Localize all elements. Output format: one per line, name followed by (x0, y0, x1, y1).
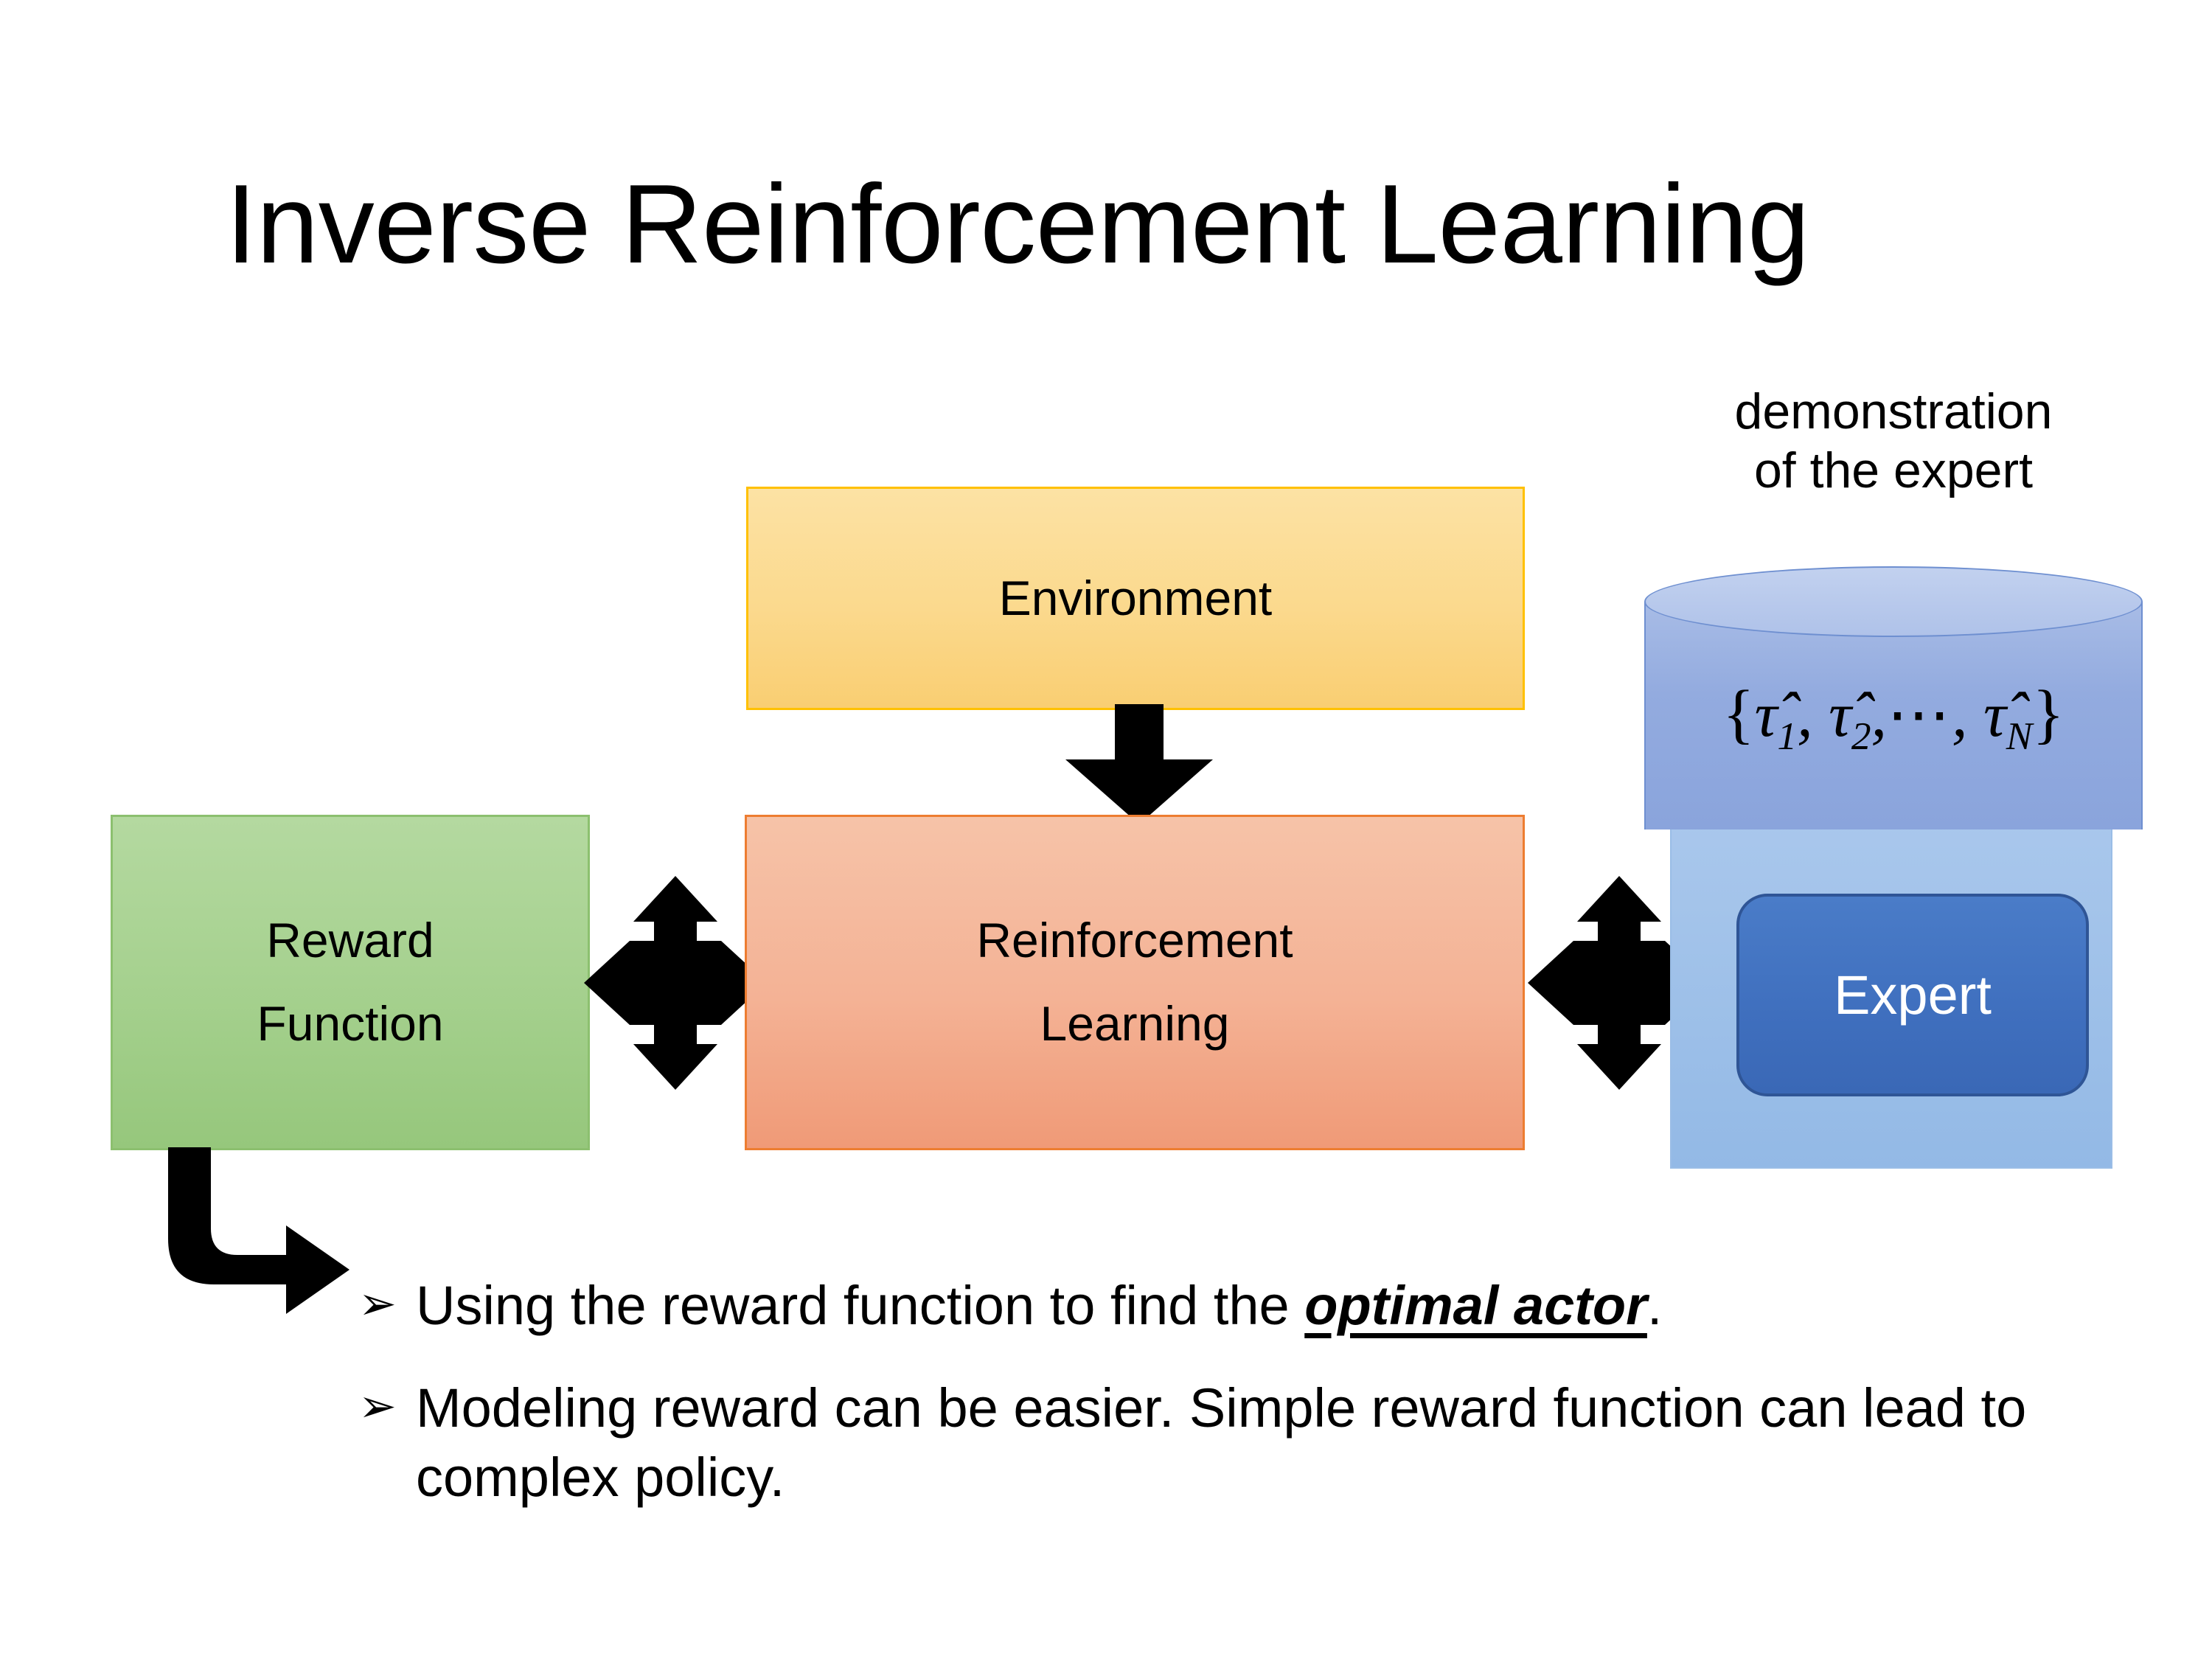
arrow-reward-rl-bidirectional-icon (584, 876, 767, 1090)
bullet-1-text-before: Using the reward function to find the (416, 1275, 1305, 1336)
rl-label-line1: Reinforcement (976, 912, 1293, 967)
formula-tau-n: τ̂ (1983, 679, 2006, 750)
demonstration-caption-line2: of the expert (1753, 442, 2034, 499)
formula-close-brace: } (2032, 677, 2065, 751)
demonstration-cylinder-icon: {τ̂1, τ̂2,⋯, τ̂N} (1644, 566, 2143, 865)
bullet-marker-icon: ➢ (358, 1279, 397, 1329)
expert-box: Expert (1736, 894, 2089, 1096)
trajectory-set-formula: {τ̂1, τ̂2,⋯, τ̂N} (1644, 675, 2143, 759)
bullet-marker-icon: ➢ (358, 1380, 397, 1432)
rl-label-line2: Learning (1040, 996, 1230, 1051)
formula-sub-1: 1 (1777, 714, 1798, 759)
formula-comma-3: , (1952, 679, 1968, 750)
reward-function-label-line1: Reward (266, 912, 434, 967)
bullet-list: ➢ Using the reward function to find the … (358, 1271, 2128, 1513)
formula-sub-n: N (2006, 714, 2033, 759)
formula-ellipsis: ⋯ (1887, 679, 1952, 750)
demonstration-caption-line1: demonstration (1734, 383, 2053, 439)
page-title: Inverse Reinforcement Learning (226, 161, 1809, 287)
demonstration-caption: demonstration of the expert (1644, 382, 2143, 500)
formula-comma-1: , (1797, 679, 1813, 750)
bullet-1-emphasis: optimal actor (1304, 1275, 1647, 1336)
arrow-reward-to-bullets-elbow-icon (168, 1147, 349, 1314)
bullet-text-2: Modeling reward can be easier. Simple re… (416, 1374, 2128, 1513)
reward-function-label-line2: Function (257, 996, 444, 1051)
bullet-2-text-before: Modeling reward can be easier. Simple re… (416, 1377, 2027, 1509)
bullet-text-1: Using the reward function to find the op… (416, 1271, 2128, 1341)
reward-function-box: Reward Function (111, 815, 590, 1150)
cylinder-body (1644, 602, 2143, 830)
reinforcement-learning-box: Reinforcement Learning (745, 815, 1525, 1150)
expert-box-label: Expert (1834, 964, 1992, 1026)
list-item: ➢ Using the reward function to find the … (358, 1271, 2128, 1341)
cylinder-top-ellipse (1644, 566, 2143, 637)
environment-box-label: Environment (998, 570, 1273, 625)
bullet-1-text-after: . (1646, 1275, 1663, 1336)
formula-comma-2: , (1871, 679, 1888, 750)
formula-open-brace: { (1722, 677, 1755, 751)
list-item: ➢ Modeling reward can be easier. Simple … (358, 1374, 2128, 1513)
formula-tau-1: τ̂ (1754, 679, 1778, 750)
arrow-environment-to-rl-icon (1065, 704, 1213, 824)
environment-box: Environment (746, 487, 1525, 710)
arrow-rl-expert-bidirectional-icon (1528, 876, 1711, 1090)
formula-tau-2: τ̂ (1829, 679, 1851, 750)
formula-sub-2: 2 (1851, 714, 1871, 759)
